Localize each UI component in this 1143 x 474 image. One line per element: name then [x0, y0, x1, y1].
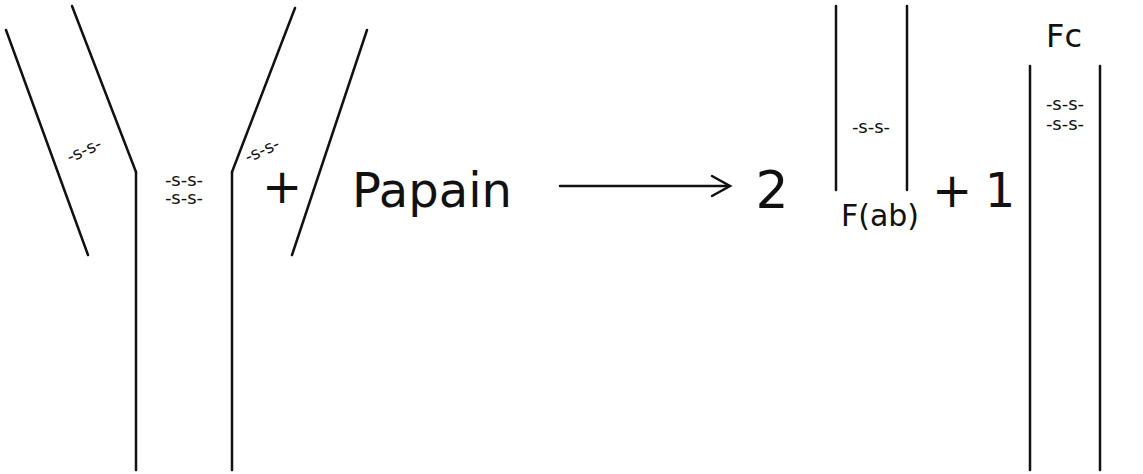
plus-sign: +	[932, 166, 972, 214]
enzyme-name: Papain	[352, 166, 512, 214]
disulfide-bond: -s-s-	[242, 135, 282, 166]
reaction-arrow	[560, 185, 728, 188]
heavy-chain-line	[6, 30, 88, 255]
coefficient: 1	[985, 166, 1016, 214]
disulfide-bond: -s-s-	[1046, 95, 1084, 113]
fragment-name: Fc	[1046, 20, 1082, 52]
arrow-head	[712, 176, 730, 196]
disulfide-bond: -s-s-	[1046, 115, 1084, 133]
heavy-chain-line	[292, 30, 367, 255]
disulfide-bond: -s-s-	[165, 171, 203, 189]
heavy-chain-line	[232, 8, 295, 172]
coefficient: 2	[755, 164, 788, 216]
heavy-chain-line	[231, 172, 234, 470]
plus-sign: +	[262, 162, 302, 210]
fc-chain-line	[1029, 66, 1032, 470]
heavy-chain-line	[135, 172, 138, 470]
disulfide-bond: -s-s-	[64, 135, 104, 166]
fragment-name: F(ab)	[841, 201, 919, 231]
fab-chain-line	[835, 6, 838, 190]
fab-chain-line	[906, 6, 909, 190]
disulfide-bond: -s-s-	[165, 189, 203, 207]
disulfide-bond: -s-s-	[852, 118, 890, 136]
fc-chain-line	[1099, 66, 1102, 470]
